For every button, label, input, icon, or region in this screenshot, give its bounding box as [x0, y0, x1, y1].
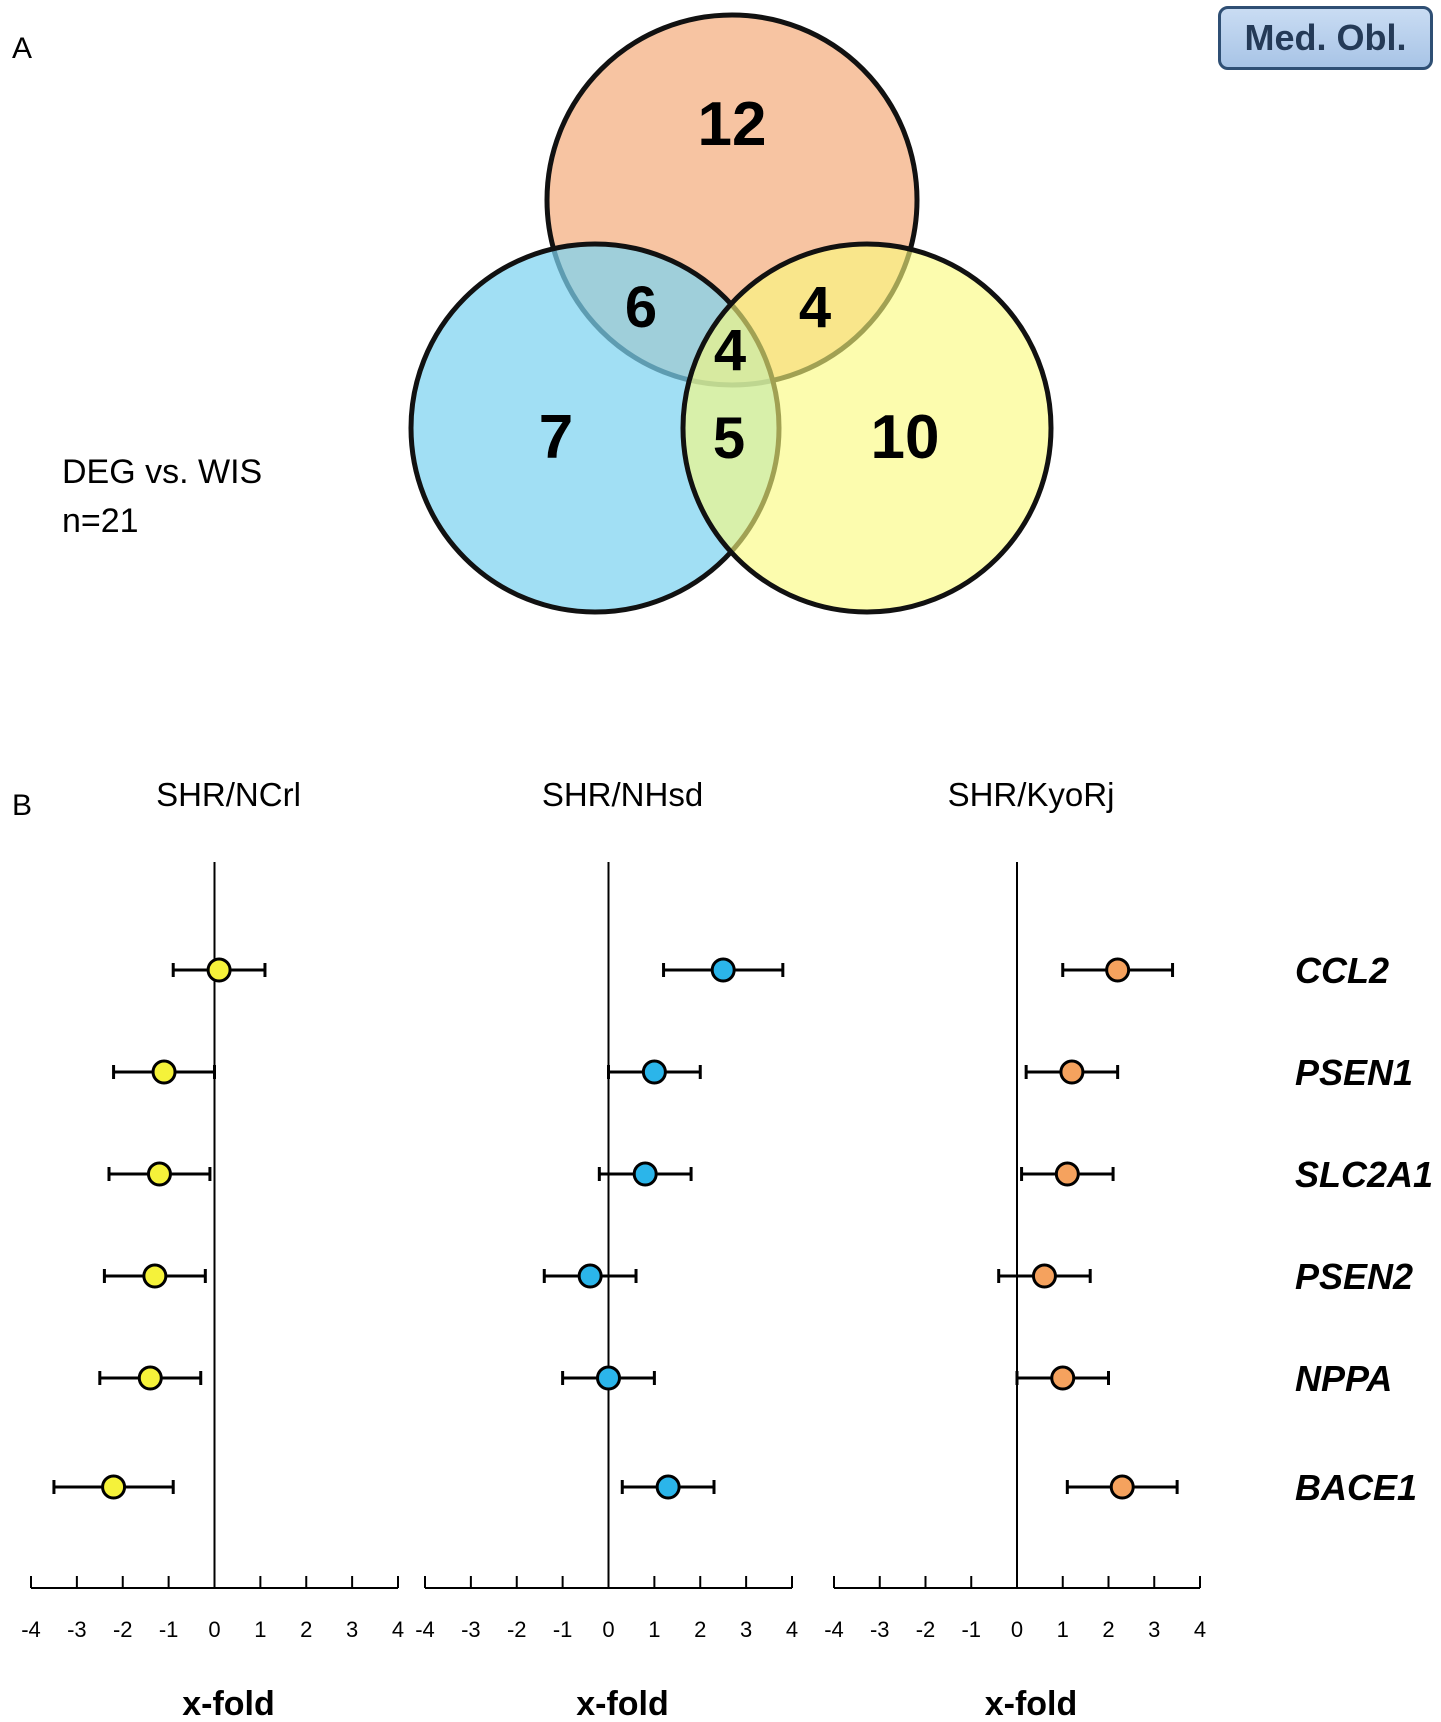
- x-tick-label: 4: [786, 1617, 798, 1642]
- x-tick-label: -3: [461, 1617, 481, 1642]
- x-tick-label: -3: [67, 1617, 87, 1642]
- data-point: [1059, 1059, 1085, 1085]
- x-tick-label: 1: [254, 1617, 266, 1642]
- x-tick-label: -4: [21, 1617, 41, 1642]
- gene-label: BACE1: [1295, 1467, 1417, 1508]
- x-tick-label: 4: [1194, 1617, 1206, 1642]
- venn-diagram: 12 7 10 6 4 5 4: [408, 12, 1054, 615]
- x-tick-label: -1: [961, 1617, 981, 1642]
- gene-label: SLC2A1: [1295, 1154, 1433, 1195]
- data-point: [137, 1365, 163, 1391]
- x-tick-label: -3: [870, 1617, 890, 1642]
- region-badge: Med. Obl.: [1218, 6, 1433, 70]
- x-tick-label: -1: [159, 1617, 179, 1642]
- x-tick-label: -4: [824, 1617, 844, 1642]
- x-tick-label: -4: [415, 1617, 435, 1642]
- data-point: [146, 1161, 172, 1187]
- forest-panel-1: SHR/NCrl -4 -3 -2 -1 0 1 2 3 4 x-fold: [21, 776, 404, 1722]
- panel-title: SHR/NHsd: [542, 776, 703, 813]
- gene-label: PSEN2: [1295, 1256, 1413, 1297]
- data-point: [632, 1161, 658, 1187]
- data-point: [1031, 1263, 1057, 1289]
- x-tick-label: 3: [346, 1617, 358, 1642]
- x-tick-label: 2: [300, 1617, 312, 1642]
- x-tick-label: 3: [1148, 1617, 1160, 1642]
- venn-count-orange-only: 12: [698, 90, 767, 159]
- panel-b-label: B: [12, 789, 32, 822]
- forest-panel-2: SHR/NHsd -4 -3 -2 -1 0 1 2 3 4 x-fold: [415, 776, 798, 1722]
- gene-label: NPPA: [1295, 1358, 1392, 1399]
- forest-plots: SHR/NCrl -4 -3 -2 -1 0 1 2 3 4 x-fold SHR/NHsd -4 -3 -…: [21, 776, 1206, 1722]
- venn-count-orange-yellow: 4: [799, 275, 831, 340]
- x-tick-label: 3: [740, 1617, 752, 1642]
- gene-label: PSEN1: [1295, 1052, 1413, 1093]
- data-point: [101, 1474, 127, 1500]
- venn-count-blue-yellow: 5: [713, 406, 745, 471]
- data-point: [1050, 1365, 1076, 1391]
- venn-set-yellow: [680, 241, 1054, 615]
- data-point: [577, 1263, 603, 1289]
- x-axis-label: x-fold: [576, 1685, 669, 1722]
- venn-count-orange-blue: 6: [625, 275, 657, 340]
- data-point: [710, 957, 736, 983]
- data-point: [641, 1059, 667, 1085]
- data-point: [206, 957, 232, 983]
- data-point: [1109, 1474, 1135, 1500]
- panel-title: SHR/NCrl: [156, 776, 301, 813]
- annotation-n: n=21: [62, 502, 139, 540]
- x-tick-label: 4: [392, 1617, 404, 1642]
- venn-count-blue-only: 7: [539, 403, 573, 472]
- x-tick-label: 0: [1011, 1617, 1023, 1642]
- x-tick-label: 0: [208, 1617, 220, 1642]
- x-tick-label: 2: [1102, 1617, 1114, 1642]
- x-tick-label: -2: [113, 1617, 133, 1642]
- venn-count-all-three: 4: [714, 318, 746, 383]
- panel-a-label: A: [12, 32, 32, 65]
- x-tick-label: -2: [507, 1617, 527, 1642]
- data-point: [1054, 1161, 1080, 1187]
- x-tick-label: 0: [602, 1617, 614, 1642]
- annotation-deg: DEG vs. WIS: [62, 453, 262, 491]
- data-point: [1105, 957, 1131, 983]
- x-tick-label: 1: [648, 1617, 660, 1642]
- data-point: [655, 1474, 681, 1500]
- data-point: [596, 1365, 621, 1391]
- x-tick-label: -2: [916, 1617, 936, 1642]
- forest-panel-3: SHR/KyoRj -4 -3 -2 -1 0 1 2 3 4 x-fold: [824, 776, 1206, 1722]
- x-axis-label: x-fold: [985, 1685, 1078, 1722]
- x-tick-label: -1: [553, 1617, 573, 1642]
- gene-label: CCL2: [1295, 950, 1389, 991]
- data-point: [151, 1059, 177, 1085]
- x-tick-label: 1: [1057, 1617, 1069, 1642]
- panel-title: SHR/KyoRj: [948, 776, 1115, 813]
- x-axis-label: x-fold: [182, 1685, 275, 1722]
- venn-count-yellow-only: 10: [871, 403, 940, 472]
- data-point: [142, 1263, 168, 1289]
- x-tick-label: 2: [694, 1617, 706, 1642]
